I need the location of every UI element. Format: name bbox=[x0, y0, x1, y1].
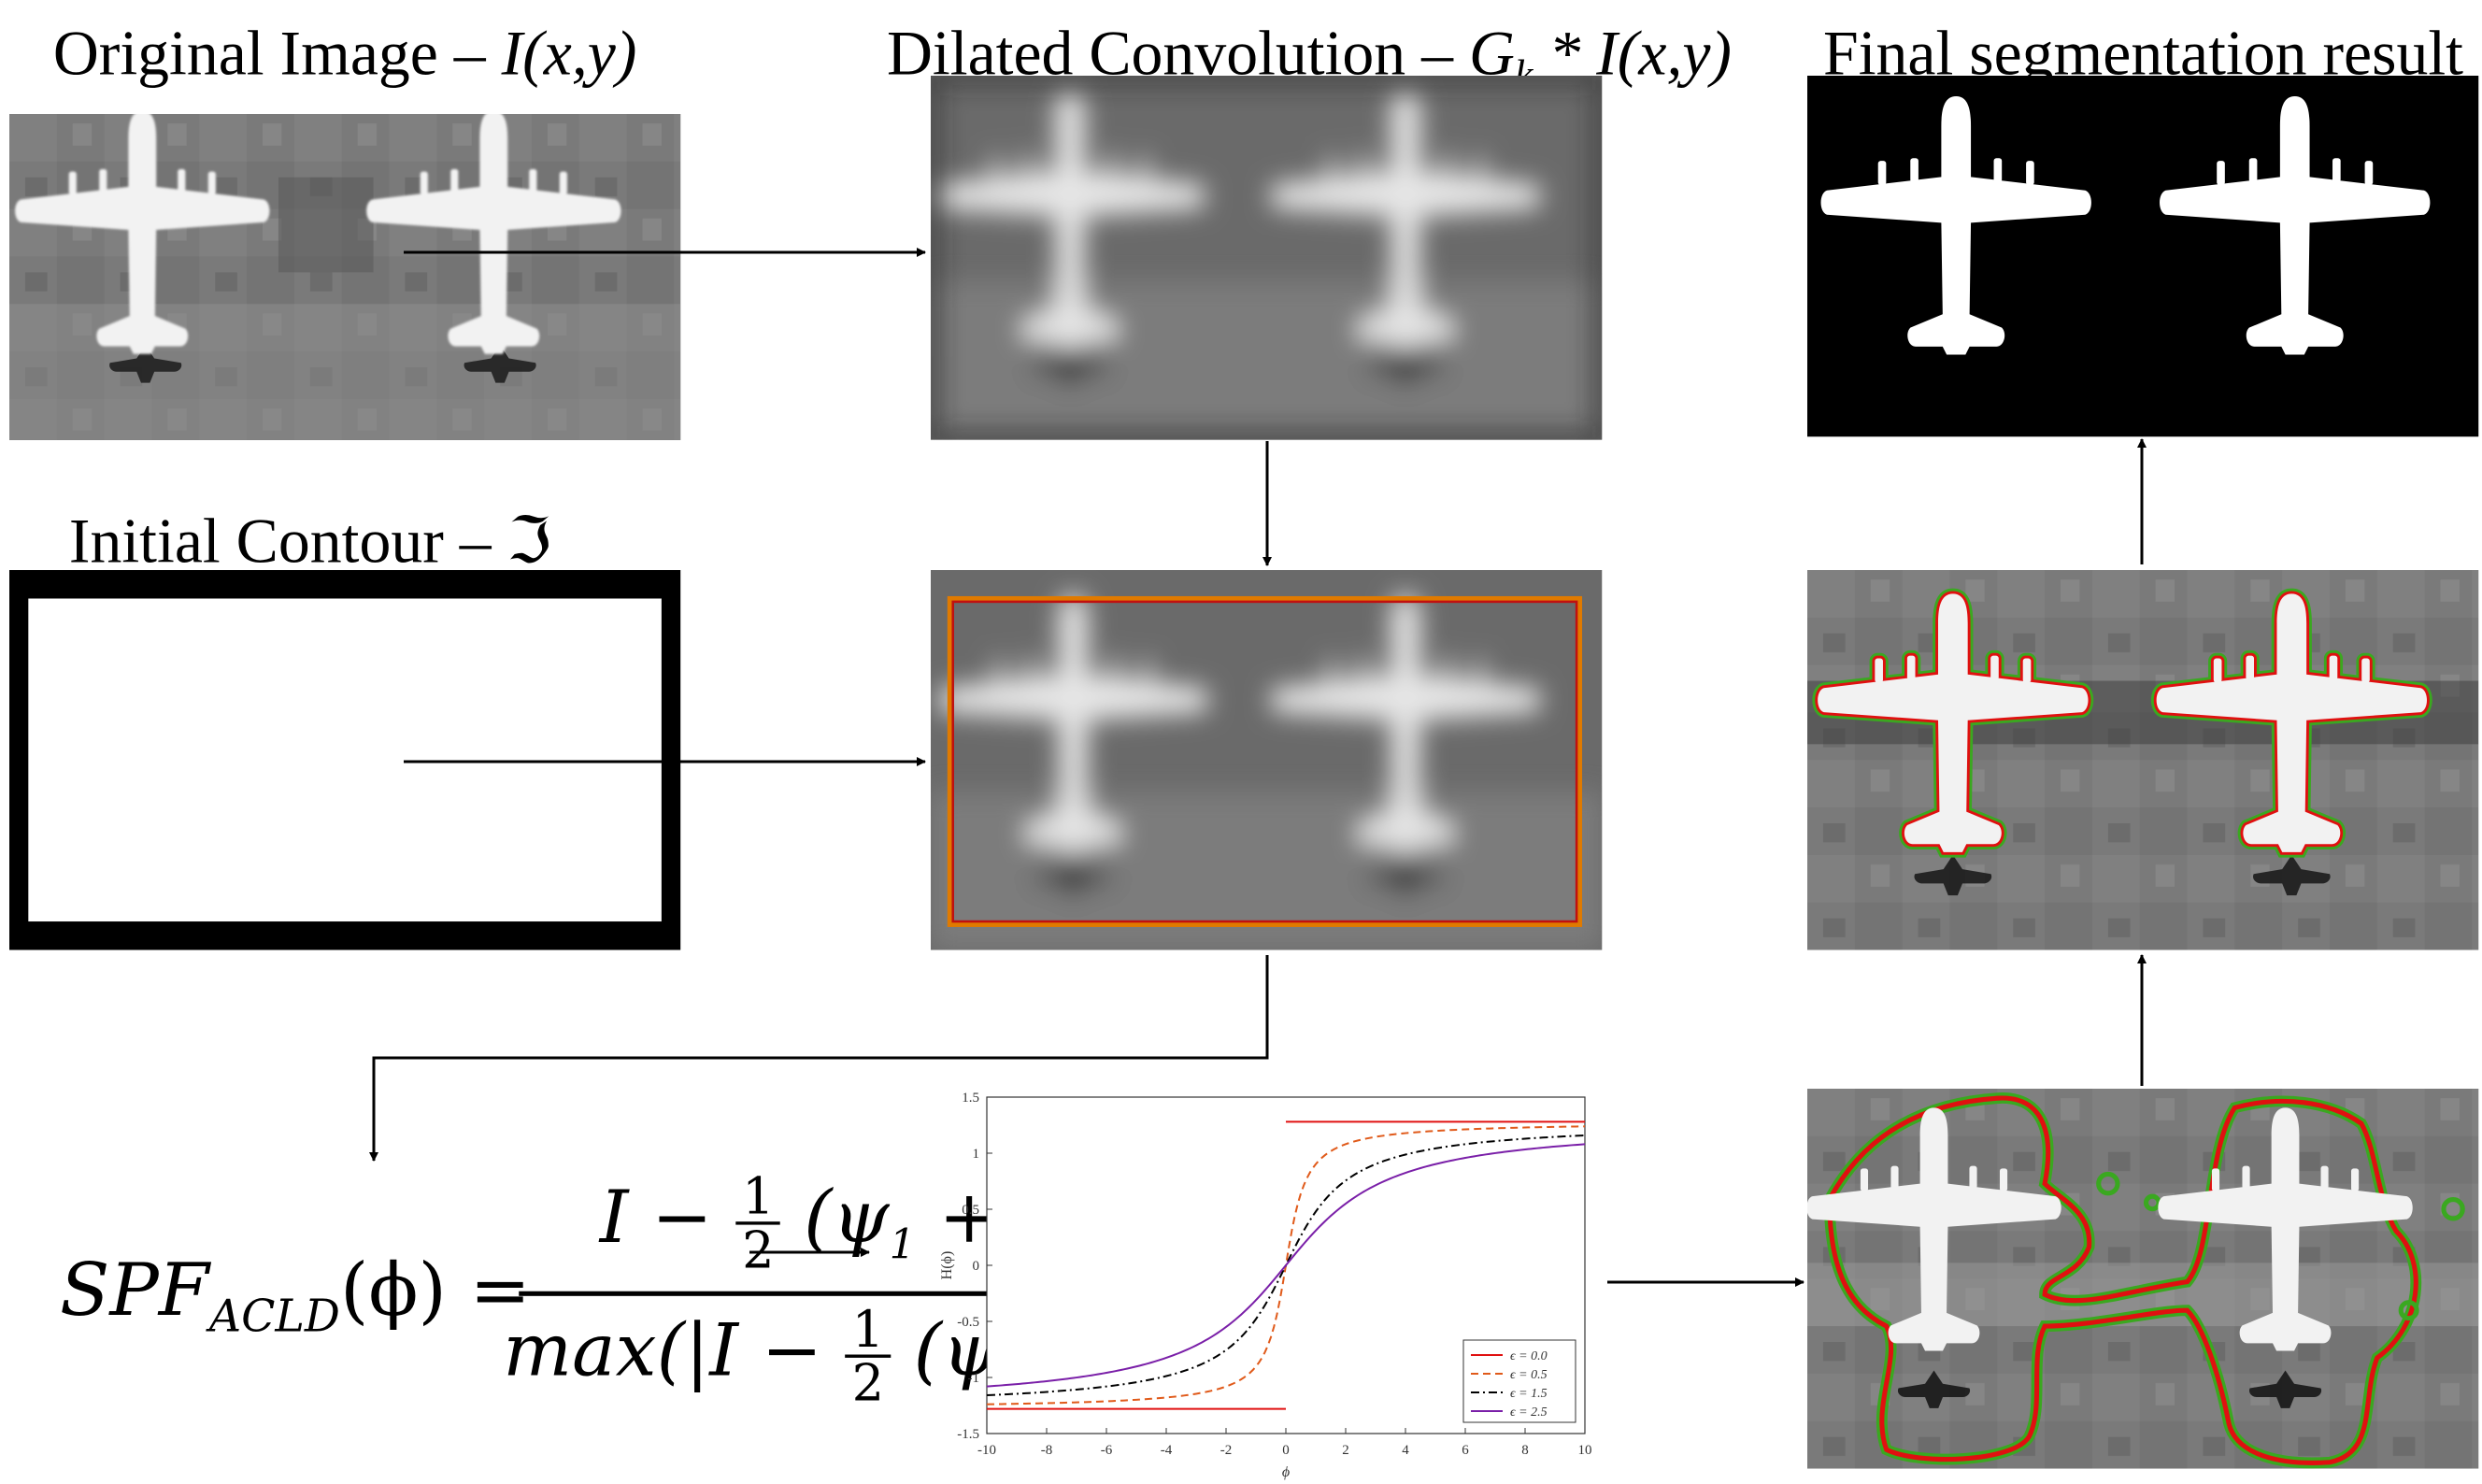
y-tick-label: 1.5 bbox=[962, 1092, 979, 1106]
formula-spf: SPF bbox=[60, 1247, 210, 1334]
den-max: max(|I − bbox=[503, 1307, 823, 1393]
x-tick-label: -6 bbox=[1101, 1443, 1113, 1458]
legend-label: ϵ = 1.5 bbox=[1510, 1387, 1548, 1401]
dilated-convolution-panel bbox=[931, 76, 1603, 440]
original-image-panel bbox=[9, 113, 681, 440]
initial-contour-interior bbox=[28, 598, 663, 921]
den-half-top: 1 bbox=[851, 1299, 885, 1361]
x-tick-label: -10 bbox=[977, 1443, 996, 1458]
x-tick-label: 4 bbox=[1402, 1443, 1409, 1458]
num-psi1: 1 bbox=[890, 1221, 917, 1270]
intermediate-contour-panel bbox=[1807, 1089, 2479, 1469]
formula-phi-eq: (ϕ) = bbox=[340, 1247, 532, 1334]
heaviside-plot: -10 -8 -6 -4 -2 0 2 4 6 8 10 -1.5 -1 -0.5 0 0.5 1 1.5 ϕ H(ϕ… bbox=[939, 1092, 1592, 1480]
segmentation-mask-graphic bbox=[1807, 76, 2479, 437]
x-tick-label: 6 bbox=[1462, 1443, 1469, 1458]
den-half-bottom: 2 bbox=[846, 1354, 892, 1409]
dilated-image-graphic bbox=[931, 76, 1603, 440]
legend-box bbox=[1462, 1339, 1576, 1423]
x-tick-label: -4 bbox=[1161, 1443, 1173, 1458]
original-title-text: Original Image – bbox=[52, 17, 502, 89]
initial-contour-title: Initial Contour – ℑ bbox=[9, 505, 611, 577]
den-psi-open: (ψ bbox=[914, 1307, 1000, 1393]
original-image-graphic bbox=[9, 113, 681, 440]
num-i: I bbox=[600, 1174, 629, 1261]
initial-contour-rect bbox=[947, 595, 1583, 927]
initial-title-text: Initial Contour – ℑ bbox=[69, 505, 551, 577]
x-tick-label: -8 bbox=[1041, 1443, 1053, 1458]
y-axis-label: H(ϕ) bbox=[939, 1251, 955, 1280]
legend-label: ϵ = 0.5 bbox=[1510, 1368, 1548, 1382]
series-line bbox=[986, 1143, 1586, 1388]
y-tick-label: -1 bbox=[968, 1371, 980, 1386]
x-axis-label: ϕ bbox=[1282, 1464, 1290, 1480]
dilated-contour-graphic bbox=[931, 569, 1603, 950]
y-tick-label: -0.5 bbox=[957, 1315, 979, 1330]
original-image-title: Original Image – I(x,y) bbox=[9, 17, 680, 89]
formula-lhs: SPFACLD(ϕ) = bbox=[60, 1248, 531, 1343]
y-tick-label: 0 bbox=[973, 1259, 980, 1274]
x-tick-label: 2 bbox=[1342, 1443, 1349, 1458]
legend-label: ϵ = 2.5 bbox=[1510, 1406, 1548, 1420]
initial-contour-panel bbox=[9, 569, 681, 950]
y-tick-label: 0.5 bbox=[962, 1203, 979, 1218]
intermediate-contour-graphic bbox=[1807, 1089, 2479, 1469]
converged-contour-panel bbox=[1807, 569, 2479, 950]
dilated-contour-panel bbox=[931, 569, 1603, 950]
x-tick-label: 10 bbox=[1578, 1443, 1592, 1458]
arrow-to-formula bbox=[369, 955, 1269, 1162]
num-psi-open: (ψ bbox=[804, 1174, 891, 1261]
num-half-bottom: 2 bbox=[735, 1221, 781, 1276]
x-tick-label: -2 bbox=[1220, 1443, 1233, 1458]
original-title-math: I(x,y) bbox=[501, 17, 637, 89]
num-half-top: 1 bbox=[742, 1166, 775, 1227]
fraction-bar bbox=[519, 1291, 1248, 1297]
num-minus: − bbox=[651, 1174, 713, 1261]
x-tick-label: 0 bbox=[1282, 1443, 1290, 1458]
formula-acld: ACLD bbox=[209, 1290, 341, 1343]
converged-contour-graphic bbox=[1807, 569, 2479, 950]
legend-label: ϵ = 0.0 bbox=[1510, 1349, 1548, 1363]
y-tick-label: 1 bbox=[973, 1147, 980, 1162]
x-tick-label: 8 bbox=[1521, 1443, 1529, 1458]
y-tick-label: -1.5 bbox=[957, 1427, 979, 1442]
final-segmentation-panel bbox=[1807, 76, 2479, 437]
